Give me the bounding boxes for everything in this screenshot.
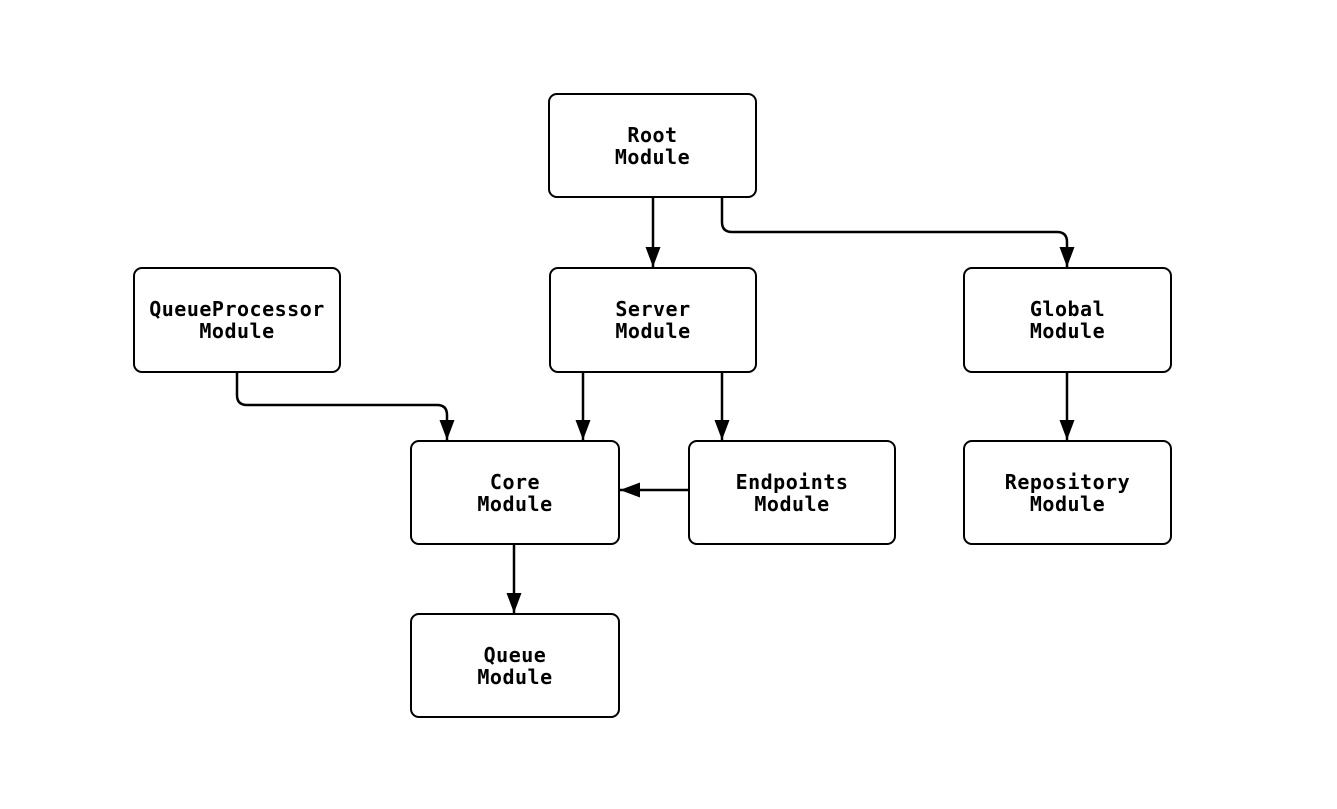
node-label-line: Module xyxy=(477,664,553,689)
node-label-line: Queue xyxy=(483,642,547,667)
node-label-line: Root xyxy=(627,122,678,147)
node-label-line: Core xyxy=(489,469,541,494)
node-label-line: Module xyxy=(1029,319,1106,343)
node-label-line: Module xyxy=(754,491,830,516)
node-label-line: Endpoints xyxy=(735,469,849,494)
node-label-line: Global xyxy=(1029,297,1106,321)
node-label-line: Module xyxy=(614,144,691,169)
node-label-line: Module xyxy=(199,319,275,343)
node-label-line: Module xyxy=(477,491,553,516)
node-label-line: Server xyxy=(615,297,691,321)
node-label-line: Module xyxy=(615,319,691,343)
node-label-line: QueueProcessor xyxy=(149,297,325,321)
node-label-line: Module xyxy=(1029,491,1106,516)
node-label-line: Repository xyxy=(1004,469,1131,494)
